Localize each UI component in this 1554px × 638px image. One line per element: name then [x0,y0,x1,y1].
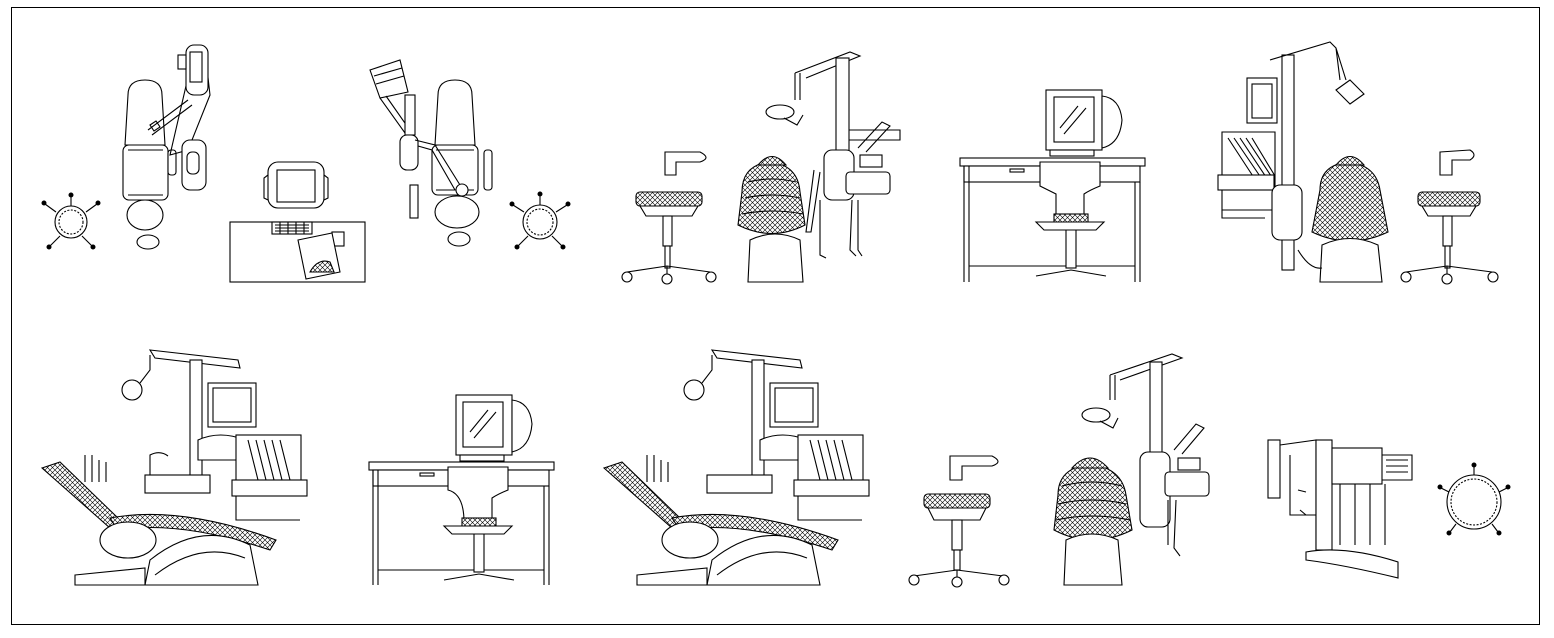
dental-unit-rear-elevation-3 [1053,353,1210,586]
dental-unit-rear-elevation-1 [621,51,901,285]
drawing-frame [11,7,1540,625]
desk-with-monitor-plan-view [229,161,366,283]
computer-desk-elevation-1 [959,89,1146,282]
dental-unit-side-view-small [1267,439,1413,579]
stool-plan-view-row2 [1437,462,1511,536]
stool-elevation [908,455,1010,588]
stool-plan-view-left [41,192,101,250]
dental-unit-side-elevation-1 [40,349,308,586]
dental-unit-rear-elevation-2 [1217,41,1499,285]
stool-plan-view-right [509,191,571,250]
dental-unit-plan-view-1 [122,44,211,250]
computer-desk-elevation-2 [368,394,555,585]
dental-unit-side-elevation-2 [602,349,870,586]
dental-unit-plan-view-2 [369,59,493,247]
